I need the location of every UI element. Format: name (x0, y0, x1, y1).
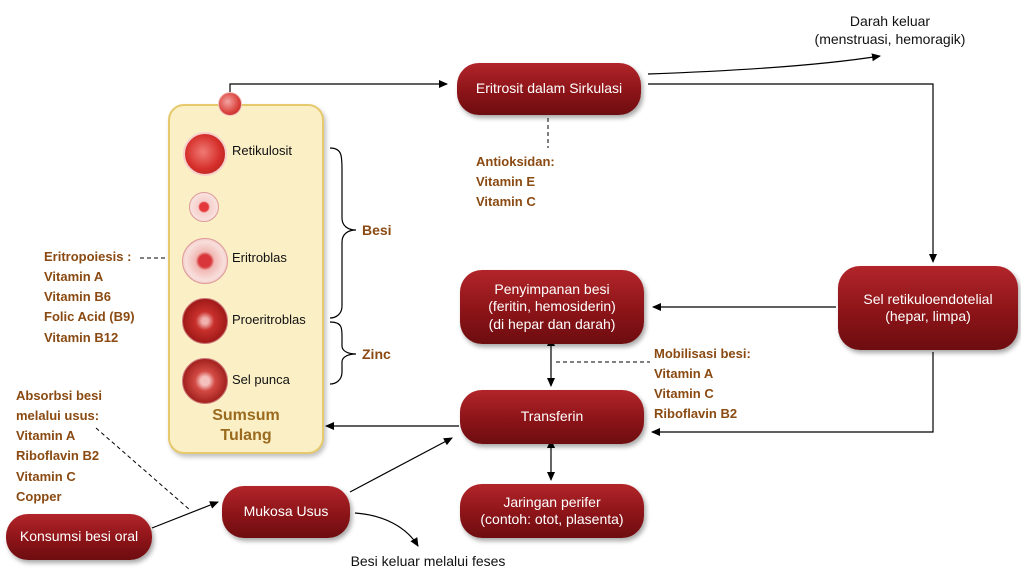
absorption-note: Absorbsi besi melalui usus: Vitamin A Ri… (16, 388, 102, 504)
arrow-oral-to-mucosa (151, 501, 219, 529)
erythroblast-label: Eritroblas (232, 250, 287, 265)
arrow-rse-to-transferrin (651, 352, 934, 436)
iron-storage-node: Penyimpanan besi (feritin, hemosiderin) … (460, 270, 644, 344)
stem-cell-label: Sel punca (232, 372, 290, 387)
reticuloendothelial-node: Sel retikuloendotelial (hepar, limpa) (838, 266, 1018, 350)
erythrocyte-circulation-node: Eritrosit dalam Sirkulasi (457, 63, 641, 115)
antioxidant-note: Antioksidan: Vitamin E Vitamin C (476, 154, 555, 210)
late-erythroblast-cell-icon (189, 192, 219, 222)
erythroblast-cell-icon (182, 238, 228, 284)
intestinal-mucosa-node: Mukosa Usus (222, 486, 350, 538)
arrow-marrow-to-erythrocyte (229, 80, 448, 98)
peripheral-tissue-node: Jaringan perifer (contoh: otot, plasenta… (460, 484, 644, 538)
arrow-erythrocyte-to-blood-loss (647, 53, 881, 75)
blood-loss-label: Darah keluar (menstruasi, hemoragik) (814, 13, 966, 48)
bone-marrow-title: Sumsum Tulang (212, 407, 280, 444)
arrow-erythrocyte-to-rse (648, 83, 937, 263)
reticulocyte-cell-icon (183, 132, 227, 176)
mobilization-note: Mobilisasi besi: Vitamin A Vitamin C Rib… (654, 346, 751, 422)
brace-iron (329, 147, 357, 319)
zinc-label: Zinc (362, 346, 391, 362)
stem-cell-icon (182, 358, 228, 404)
iron-label: Besi (362, 222, 392, 238)
oral-iron-intake-node: Konsumsi besi oral (6, 514, 152, 560)
feces-output-label: Besi keluar melalui feses (350, 553, 506, 569)
erythropoiesis-note: Eritropoiesis : Vitamin A Vitamin B6 Fol… (44, 249, 135, 345)
transferrin-node: Transferin (460, 390, 644, 444)
proerythroblast-label: Proeritroblas (232, 312, 306, 327)
arrow-mucosa-to-feces (354, 512, 419, 547)
brace-zinc (329, 321, 357, 385)
reticulocyte-label: Retikulosit (232, 143, 292, 158)
erythrocyte-cell-icon (218, 92, 242, 116)
proerythroblast-cell-icon (182, 298, 228, 344)
arrow-mucosa-to-transferrin (349, 437, 453, 493)
